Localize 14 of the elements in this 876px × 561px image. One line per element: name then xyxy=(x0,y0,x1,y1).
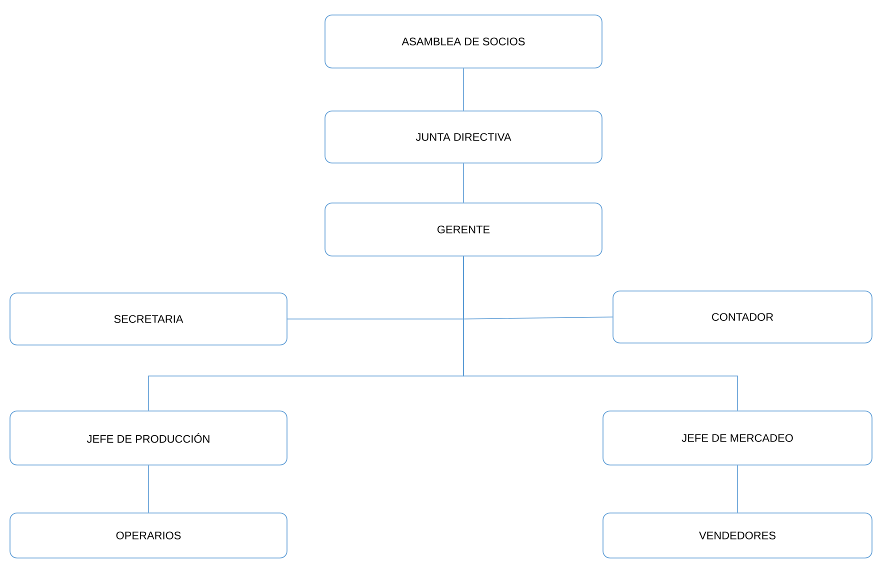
connector-line xyxy=(463,162,464,203)
org-box: CONTADOR xyxy=(612,290,872,344)
org-box: SECRETARIA xyxy=(10,292,288,346)
org-box: JEFE DE PRODUCCIÓN xyxy=(10,410,288,466)
connector-line xyxy=(463,256,738,411)
connector-line xyxy=(463,68,464,111)
org-box: JUNTA DIRECTIVA xyxy=(324,110,602,164)
org-box: GERENTE xyxy=(324,202,602,256)
connector-line xyxy=(737,464,738,513)
connector-line xyxy=(148,464,149,513)
org-box: ASAMBLEA DE SOCIOS xyxy=(324,14,602,68)
org-box: JEFE DE MERCADEO xyxy=(602,410,872,466)
org-box: OPERARIOS xyxy=(10,512,288,558)
org-box: VENDEDORES xyxy=(602,512,872,558)
